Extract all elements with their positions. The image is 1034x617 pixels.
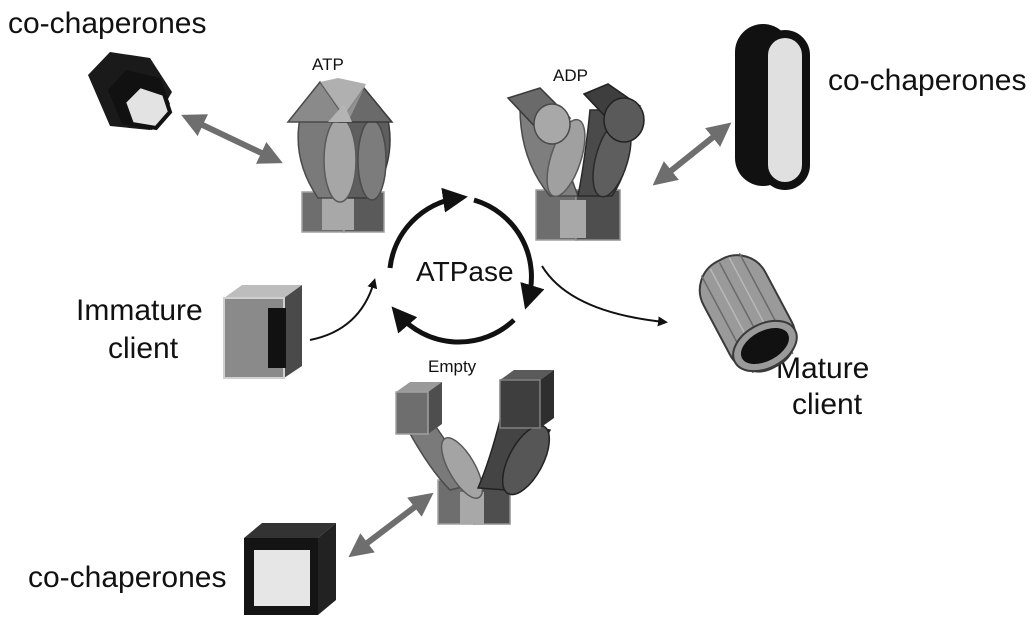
cochaperones-top-left-label: co-chaperones	[8, 7, 206, 40]
mature-client-label-line2: client	[792, 388, 863, 421]
cycle-arrow-upper-left-icon	[387, 187, 468, 269]
atpase-label: ATPase	[416, 256, 514, 287]
immature-client-label-line1: Immature	[76, 294, 203, 327]
atp-label: ATP	[312, 55, 344, 74]
empty-label: Empty	[428, 357, 477, 376]
cochaperones-top-right-label: co-chaperones	[828, 64, 1026, 97]
cochaperones-bottom-left-label: co-chaperones	[28, 561, 226, 594]
client-loading-arrow-icon	[309, 278, 378, 341]
mature-client-icon	[698, 252, 798, 374]
immature-client-icon	[223, 285, 302, 379]
exchange-arrow-bottom-icon	[348, 492, 434, 558]
hsp90-atp-state-icon	[286, 78, 394, 233]
client-release-arrow-icon	[541, 265, 668, 327]
immature-client-label-line2: client	[108, 332, 179, 365]
cochaperone-cube-icon	[244, 523, 336, 615]
exchange-arrow-top-right-icon	[652, 122, 732, 186]
exchange-arrow-top-left-icon	[181, 114, 283, 164]
hsp90-adp-state-icon	[506, 83, 645, 241]
hsp90-empty-state-icon	[395, 370, 554, 525]
adp-label: ADP	[553, 66, 588, 85]
cochaperone-capsule-icon	[735, 24, 810, 190]
cochaperone-hexagon-icon	[88, 52, 173, 131]
cycle-arrow-right-icon	[473, 197, 545, 310]
mature-client-label-line1: Mature	[776, 352, 869, 385]
cycle-arrow-bottom-icon	[391, 306, 516, 345]
